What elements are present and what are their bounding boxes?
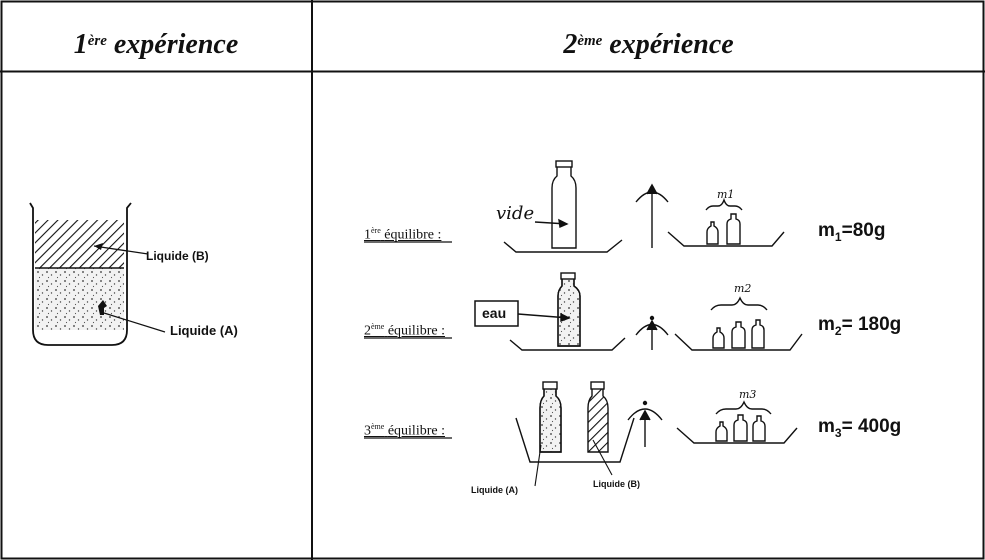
mass-2-value: = 180g bbox=[841, 314, 902, 335]
brace-label-1: m1 bbox=[717, 188, 734, 201]
eq-1-sup: ère bbox=[371, 226, 381, 235]
mass-3-sub: 3 bbox=[834, 425, 842, 440]
header-2-number: 2 bbox=[563, 28, 578, 60]
mass-3-value: = 400g bbox=[841, 416, 902, 437]
eq-2-sup: ème bbox=[371, 322, 385, 331]
mass-value-2: m2= 180g bbox=[818, 314, 901, 338]
eq-3-word: équilibre : bbox=[387, 423, 445, 439]
brace-label-3: m3 bbox=[739, 388, 756, 401]
eq-1-word: équilibre : bbox=[384, 227, 442, 243]
header-2-word: expérience bbox=[609, 28, 734, 60]
mass-value-3: m3= 400g bbox=[818, 416, 901, 440]
balance-row-2 bbox=[364, 272, 803, 351]
mass-1-sub: 1 bbox=[834, 229, 842, 244]
eq-2-num: 2 bbox=[364, 323, 371, 339]
header-1-suffix: ère bbox=[87, 33, 107, 49]
eq-3-num: 3 bbox=[364, 423, 371, 439]
eau-label: eau bbox=[482, 305, 506, 321]
eq-2-word: équilibre : bbox=[387, 323, 445, 339]
liquid-a-label: Liquide (A) bbox=[170, 323, 238, 338]
mass-1-value: =80g bbox=[841, 220, 886, 241]
header-1-word: expérience bbox=[113, 28, 239, 60]
equilibre-label-1: 1ère équilibre : bbox=[364, 226, 441, 244]
header-2-suffix: ème bbox=[577, 33, 603, 49]
beaker bbox=[29, 202, 166, 346]
liquid-b-layer bbox=[35, 220, 124, 268]
equilibre-label-2: 2ème équilibre : bbox=[364, 322, 445, 340]
vide-note: vide bbox=[496, 203, 534, 224]
mass-2-sub: 2 bbox=[834, 323, 842, 338]
balance-row-3 bbox=[364, 381, 798, 487]
balance-row-1 bbox=[364, 160, 785, 253]
bottle-b-label: Liquide (B) bbox=[593, 479, 640, 489]
bottle-a-label: Liquide (A) bbox=[471, 485, 518, 495]
liquid-b-label: Liquide (B) bbox=[146, 249, 209, 263]
eq-3-sup: ème bbox=[371, 422, 385, 431]
header-1-number: 1 bbox=[73, 28, 88, 60]
mass-2-symbol: m bbox=[818, 314, 835, 335]
mass-1-symbol: m bbox=[818, 220, 835, 241]
brace-label-2: m2 bbox=[734, 282, 751, 295]
equilibre-label-3: 3ème équilibre : bbox=[364, 422, 445, 440]
mass-value-1: m1=80g bbox=[818, 220, 885, 244]
mass-3-symbol: m bbox=[818, 416, 835, 437]
eq-1-num: 1 bbox=[364, 227, 371, 243]
